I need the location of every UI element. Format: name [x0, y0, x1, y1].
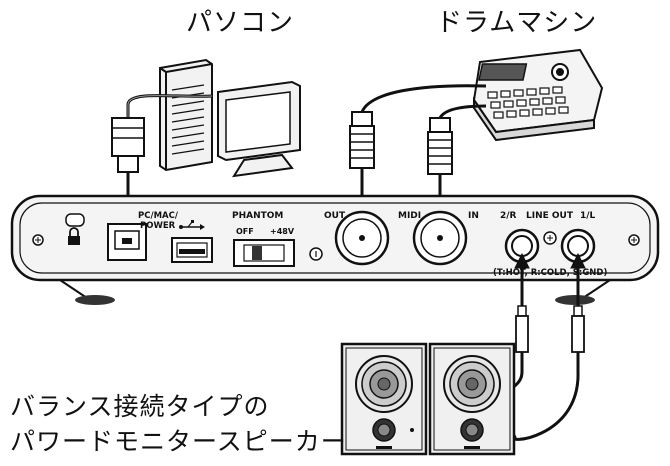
phantom-switch: [233, 239, 295, 267]
usb-a-port: [171, 220, 213, 263]
midi-in-port: [412, 210, 468, 266]
midi-in-label: IN: [468, 211, 479, 221]
drum-machine-label: ドラムマシン: [436, 8, 598, 38]
audio-interface-rear-panel: PC/MAC/ POWER PHANTOM OFF +48V: [10, 194, 660, 305]
line-l-label: 1/L: [580, 211, 596, 221]
line-out-note: (T:HOT, R:COLD, S:GND): [493, 268, 607, 278]
pc-port-label-2: POWER: [140, 221, 176, 231]
phantom-off-label: OFF: [236, 227, 254, 236]
line-out-l-jack: [560, 228, 596, 264]
computer-illustration: [159, 58, 301, 178]
lock-icon: [68, 227, 80, 245]
speaker-left: [340, 342, 428, 456]
line-out-screw: [543, 231, 557, 245]
line-r-label: 2/R: [500, 211, 517, 221]
computer-label: パソコン: [186, 8, 295, 38]
midi-label: MIDI: [398, 211, 421, 221]
pc-port-label: PC/MAC/: [138, 211, 179, 221]
ground-screw: [309, 247, 323, 261]
line-out-label: LINE OUT: [526, 211, 574, 221]
phantom-label: PHANTOM: [232, 211, 283, 221]
midi-out-label: OUT: [324, 211, 346, 221]
speaker-right: [428, 342, 516, 456]
usb-cable: [111, 94, 213, 234]
speaker-label-line2: パワードモニタースピーカー: [10, 427, 347, 456]
midi-out-port: [334, 210, 390, 266]
security-slot: [65, 213, 85, 227]
usb-icon: [179, 220, 205, 230]
pc-tower: [159, 58, 213, 172]
usb-b-port: [107, 223, 147, 261]
speaker-label-line1: バランス接続タイプの: [10, 392, 270, 421]
phantom-on-label: +48V: [270, 227, 295, 236]
line-out-r-jack: [504, 228, 540, 264]
drum-machine-illustration: [472, 48, 604, 142]
